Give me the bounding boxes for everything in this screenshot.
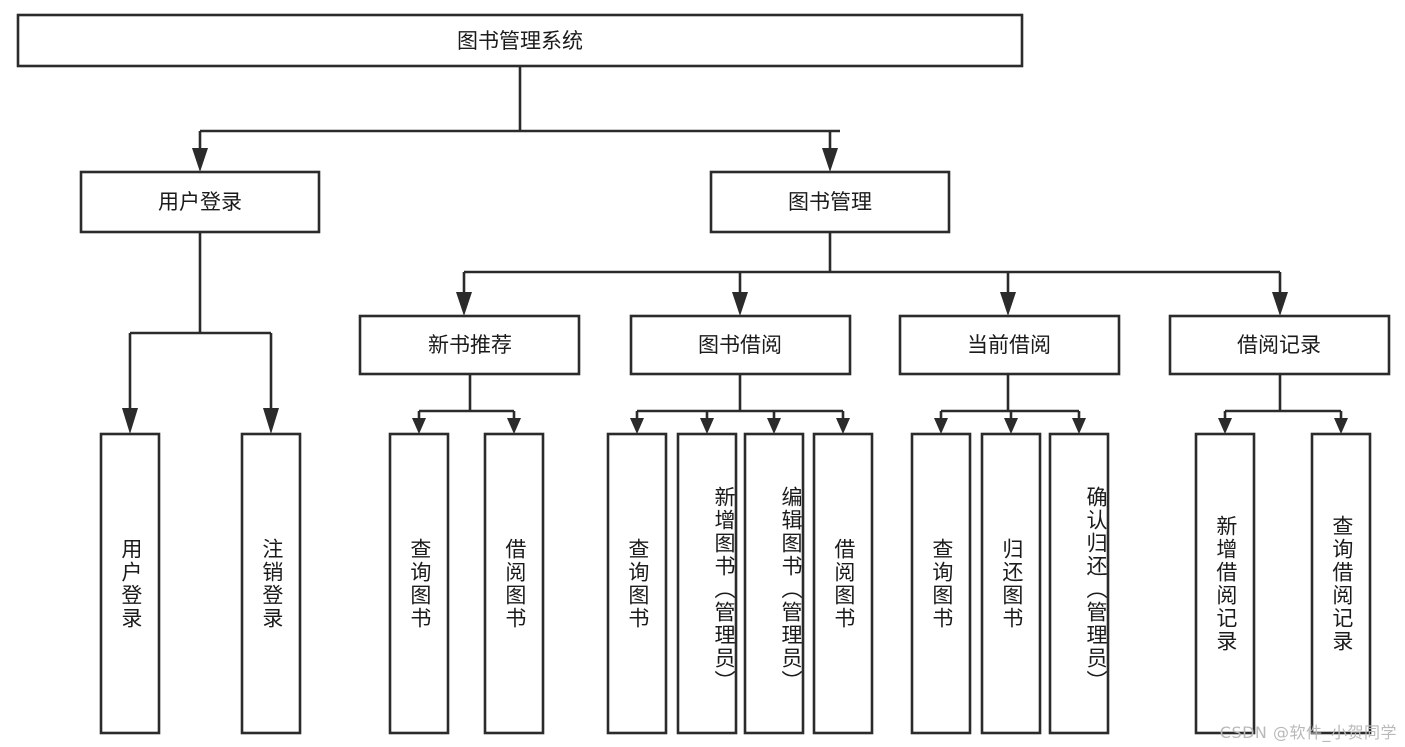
node-user-login[interactable]: 用户登录 <box>79 170 321 234</box>
arrow-head-leaf-query-book-3 <box>934 418 948 434</box>
leaf-box-query-record[interactable] <box>1310 432 1372 735</box>
arrow-head-current-borrow <box>1000 292 1016 316</box>
leaf-box-borrow-book-1[interactable] <box>483 432 545 735</box>
csdn-watermark: CSDN @软件_小贺同学 <box>1219 723 1397 742</box>
arrow-head-leaf-user-logout <box>263 408 279 434</box>
node-book-borrow-label: 图书借阅 <box>698 333 782 357</box>
leaf-box-confirm-return[interactable] <box>1048 432 1110 735</box>
arrow-head-borrow-record <box>1272 292 1288 316</box>
node-book-manage[interactable]: 图书管理 <box>709 170 951 234</box>
leaf-box-borrow-book-2[interactable] <box>812 432 874 735</box>
leaf-box-user-logout[interactable] <box>240 432 302 735</box>
node-borrow-record-box[interactable] <box>1168 314 1391 376</box>
arrow-head-book-manage <box>822 148 838 172</box>
arrow-head-leaf-add-record <box>1218 418 1232 434</box>
arrow-head-leaf-return-book <box>1004 418 1018 434</box>
connector-group-borrow-record-to-leaves <box>1218 374 1348 434</box>
leaf-box-query-book-3[interactable] <box>910 432 972 735</box>
arrow-head-leaf-query-book-2 <box>630 418 644 434</box>
arrow-head-leaf-query-record <box>1334 418 1348 434</box>
leaf-box-add-record[interactable] <box>1194 432 1256 735</box>
arrow-head-user-login <box>192 148 208 172</box>
arrow-head-leaf-confirm-return <box>1072 418 1086 434</box>
leaf-box-return-book[interactable] <box>980 432 1042 735</box>
connector-group-user-login-to-leaves <box>122 232 279 434</box>
arrow-head-leaf-query-book-1 <box>412 418 426 434</box>
node-new-book-rec[interactable]: 新书推荐 <box>358 314 581 376</box>
arrow-head-leaf-edit-book <box>767 418 781 434</box>
node-book-manage-label: 图书管理 <box>788 190 872 214</box>
leaf-box-add-book[interactable] <box>676 432 738 735</box>
connector-group-root-to-level2 <box>192 66 840 172</box>
leaf-box-query-book-2[interactable] <box>606 432 668 735</box>
arrow-head-leaf-add-book <box>700 418 714 434</box>
connector-group-new-book-rec-to-leaves <box>412 374 521 434</box>
arrow-head-book-borrow <box>732 292 748 316</box>
node-current-borrow[interactable]: 当前借阅 <box>898 314 1121 376</box>
node-root-box[interactable] <box>16 13 1024 68</box>
node-new-book-rec-box[interactable] <box>358 314 581 376</box>
node-book-borrow-box[interactable] <box>629 314 852 376</box>
leaf-box-edit-book[interactable] <box>743 432 805 735</box>
arrow-head-new-book-rec <box>456 292 472 316</box>
node-user-login-label: 用户登录 <box>158 190 242 214</box>
node-current-borrow-box[interactable] <box>898 314 1121 376</box>
node-book-borrow[interactable]: 图书借阅 <box>629 314 852 376</box>
connector-group-book-manage-to-level3 <box>456 232 1288 316</box>
node-root-label: 图书管理系统 <box>457 29 583 53</box>
arrow-head-leaf-borrow-book-1 <box>507 418 521 434</box>
node-current-borrow-label: 当前借阅 <box>967 333 1051 357</box>
node-book-manage-box[interactable] <box>709 170 951 234</box>
node-new-book-rec-label: 新书推荐 <box>428 333 512 357</box>
connector-group-current-borrow-to-leaves <box>934 374 1086 434</box>
arrow-head-leaf-user-login <box>122 408 138 434</box>
arrow-head-leaf-borrow-book-2 <box>836 418 850 434</box>
node-user-login-box[interactable] <box>79 170 321 234</box>
node-borrow-record[interactable]: 借阅记录 <box>1168 314 1391 376</box>
leaf-boxes-group <box>99 432 1372 735</box>
node-borrow-record-label: 借阅记录 <box>1237 333 1321 357</box>
leaf-box-query-book-1[interactable] <box>388 432 450 735</box>
node-root[interactable]: 图书管理系统 <box>16 13 1024 68</box>
leaf-box-user-login[interactable] <box>99 432 161 735</box>
connector-group-book-borrow-to-leaves <box>630 374 850 434</box>
